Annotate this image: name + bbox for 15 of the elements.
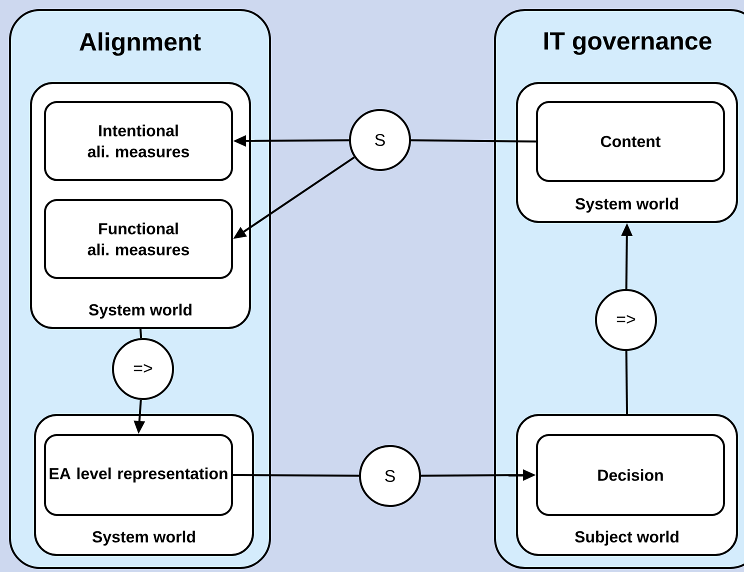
group-label: System world <box>575 198 678 213</box>
connector <box>625 350 628 414</box>
connector <box>140 328 142 338</box>
connector <box>411 139 536 142</box>
panel-title: IT governance <box>544 32 712 55</box>
process-box: Decision <box>536 434 725 516</box>
group-label: System world <box>88 304 192 319</box>
process-box: Intentional ali. measures <box>44 101 233 181</box>
process-box: Functional ali. measures <box>44 199 233 279</box>
group-label: Subject world <box>575 530 678 546</box>
process-box: Content <box>536 101 725 182</box>
panel-title: Alignment <box>80 32 201 56</box>
process-box: EA level representation <box>44 434 233 516</box>
group-label: System world <box>92 530 195 546</box>
connector <box>233 474 360 477</box>
